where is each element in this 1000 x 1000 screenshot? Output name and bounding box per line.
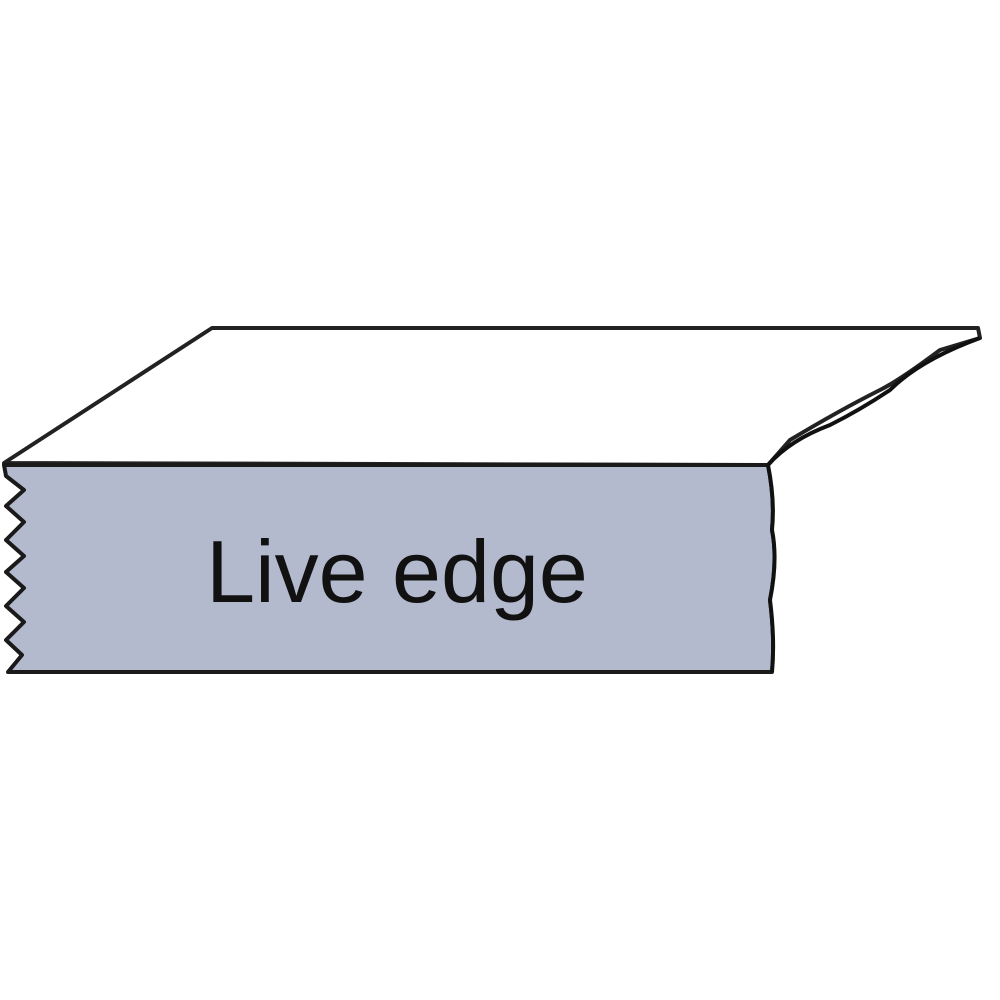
- live-edge-outline: [766, 336, 981, 467]
- edge-label: Live edge: [206, 522, 588, 621]
- slab-side-live-edge-face: [768, 338, 980, 672]
- front-right-edge: [766, 464, 777, 673]
- slab-top-face: [2, 326, 982, 467]
